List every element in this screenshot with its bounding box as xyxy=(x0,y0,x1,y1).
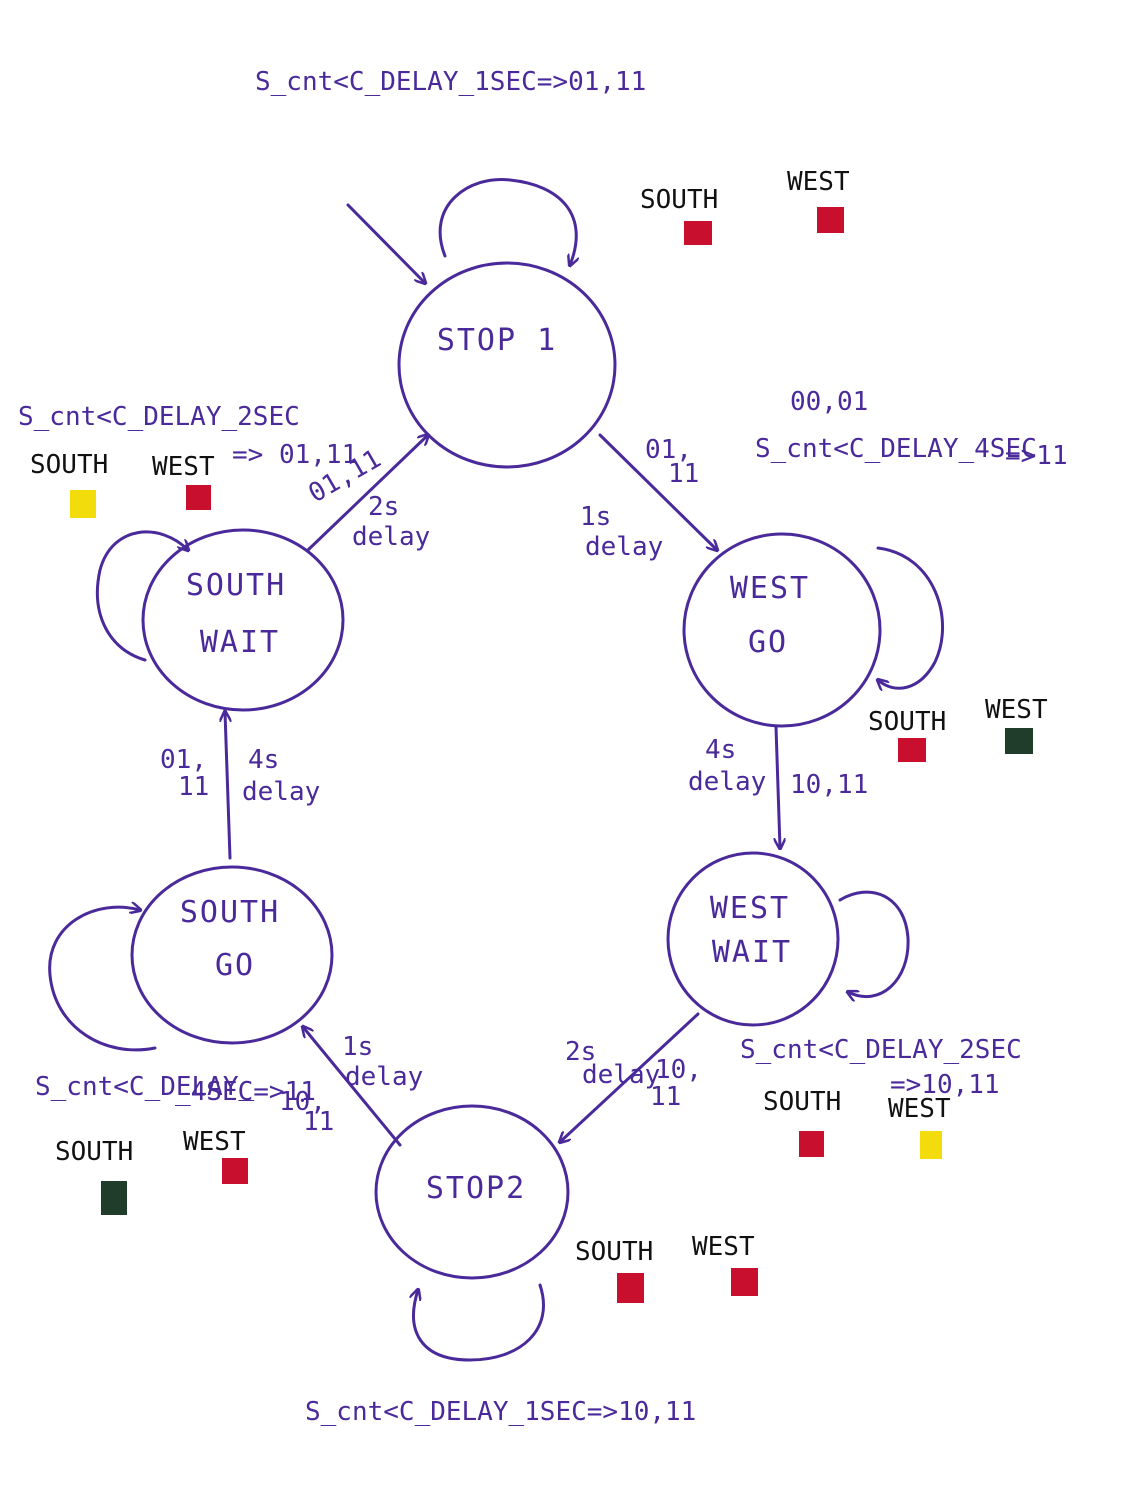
edge-stop2-southgo-delay2: delay xyxy=(345,1062,423,1092)
edge-southgo-southwait-delay2: delay xyxy=(242,777,320,807)
edge-westgo-westwait-delay1: 4s xyxy=(705,735,736,765)
westgo-loop-line1: S_cnt<C_DELAY_4SEC xyxy=(755,434,1037,464)
edge-stop2-southgo-code2: 11 xyxy=(303,1107,334,1137)
state-west-go-label2: GO xyxy=(748,625,788,660)
southgo-loop-line2: _4SEC=>11 xyxy=(175,1077,316,1107)
edge-westwait-to-stop2 xyxy=(560,1012,700,1142)
edge-stop2-to-southgo xyxy=(303,1027,402,1147)
stop1-self-loop xyxy=(438,177,576,265)
state-south-go-label1: SOUTH xyxy=(180,895,280,930)
westgo-west-label: WEST xyxy=(985,695,1048,725)
edge-stop1-westgo-delay1: 1s xyxy=(580,502,611,532)
state-west-go-label1: WEST xyxy=(730,571,810,606)
edge-southwait-stop1-delay2: delay xyxy=(352,522,430,552)
westgo-west-green-swatch xyxy=(1005,728,1033,754)
stop2-west-red-swatch xyxy=(731,1268,758,1296)
stop2-self-loop xyxy=(414,1283,545,1362)
southwait-west-red-swatch xyxy=(186,485,211,510)
westgo-loop-line2: =>11 xyxy=(1005,441,1068,471)
stop1-west-label: WEST xyxy=(787,167,850,197)
edge-southgo-southwait-code2: 11 xyxy=(178,772,209,802)
state-south-wait-circle xyxy=(141,528,345,712)
edge-stop1-westgo-code1: 01, xyxy=(645,435,692,465)
state-west-wait-label1: WEST xyxy=(710,891,790,926)
southgo-west-red-swatch xyxy=(222,1158,248,1184)
westwait-south-red-swatch xyxy=(799,1131,824,1157)
edge-stop1-to-westgo xyxy=(598,433,717,550)
initial-arrow xyxy=(346,203,425,283)
edge-stop2-southgo-code1: 10, xyxy=(279,1087,326,1117)
southgo-west-label: WEST xyxy=(183,1127,246,1157)
westwait-west-yellow-swatch xyxy=(920,1131,942,1159)
southgo-south-label: SOUTH xyxy=(55,1137,133,1167)
state-stop1-label: STOP 1 xyxy=(437,323,557,358)
westwait-loop-line1: S_cnt<C_DELAY_2SEC xyxy=(740,1035,1022,1065)
westgo-loop-codes: 00,01 xyxy=(790,387,868,417)
state-stop2-circle xyxy=(374,1104,570,1280)
state-west-wait: WEST WAIT xyxy=(666,851,840,1027)
edge-southwait-stop1-delay1: 2s xyxy=(368,492,399,522)
westwait-self-loop xyxy=(838,890,910,996)
edge-stop2-southgo-delay1: 1s xyxy=(342,1032,373,1062)
westwait-loop-line2: =>10,11 xyxy=(890,1070,1000,1100)
state-west-wait-label2: WAIT xyxy=(712,935,792,970)
stop1-south-label: SOUTH xyxy=(640,185,718,215)
southwait-self-loop xyxy=(95,530,188,662)
stop1-loop-condition: S_cnt<C_DELAY_1SEC=>01,11 xyxy=(255,67,646,97)
edge-westgo-westwait-codes: 10,11 xyxy=(790,770,868,800)
state-stop1-circle xyxy=(397,261,617,469)
edge-southgo-southwait-code1: 01, xyxy=(160,745,207,775)
stop2-south-red-swatch xyxy=(617,1273,644,1303)
stop2-loop-condition: S_cnt<C_DELAY_1SEC=>10,11 xyxy=(305,1397,696,1427)
state-stop2-label: STOP2 xyxy=(426,1171,526,1206)
edge-southgo-to-southwait xyxy=(225,712,232,860)
state-south-go-circle xyxy=(130,865,334,1045)
stop1-south-red-swatch xyxy=(684,221,712,245)
state-west-go-circle xyxy=(682,532,882,728)
westgo-self-loop xyxy=(878,546,944,688)
edge-westwait-stop2-delay2: delay xyxy=(582,1060,660,1090)
stop2-south-label: SOUTH xyxy=(575,1237,653,1267)
southgo-south-green-swatch xyxy=(101,1181,127,1215)
westgo-south-red-swatch xyxy=(898,738,926,762)
state-south-go: SOUTH GO xyxy=(130,865,334,1045)
southwait-loop-line1: S_cnt<C_DELAY_2SEC xyxy=(18,402,300,432)
westwait-west-label: WEST xyxy=(888,1094,951,1124)
state-south-go-label2: GO xyxy=(215,948,255,983)
edge-southwait-to-stop1 xyxy=(306,435,428,552)
edge-westwait-stop2-delay1: 2s xyxy=(565,1037,596,1067)
southwait-south-label: SOUTH xyxy=(30,450,108,480)
southgo-self-loop xyxy=(48,907,157,1052)
southwait-west-label: WEST xyxy=(152,452,215,482)
state-stop1: STOP 1 xyxy=(397,261,617,469)
state-west-go: WEST GO xyxy=(682,532,882,728)
westgo-south-label: SOUTH xyxy=(868,707,946,737)
stop1-west-red-swatch xyxy=(817,207,844,233)
edge-stop1-westgo-delay2: delay xyxy=(585,532,663,562)
state-stop2: STOP2 xyxy=(374,1104,570,1280)
southgo-loop-line1: S_cnt<C_DELAY_ xyxy=(35,1072,254,1102)
edge-westwait-stop2-code1: 10, xyxy=(655,1055,702,1085)
edge-westgo-westwait-delay2: delay xyxy=(688,767,766,797)
southwait-loop-line2: => 01,11 xyxy=(232,440,357,470)
state-south-wait-label2: WAIT xyxy=(200,625,280,660)
state-south-wait: SOUTH WAIT xyxy=(141,528,345,712)
state-south-wait-label1: SOUTH xyxy=(186,568,286,603)
southwait-south-yellow-swatch xyxy=(70,490,96,518)
edge-stop1-westgo-code2: 11 xyxy=(668,459,699,489)
state-west-wait-circle xyxy=(666,851,840,1027)
edge-westwait-stop2-code2: 11 xyxy=(650,1082,681,1112)
edge-westgo-to-westwait xyxy=(776,725,780,848)
westwait-south-label: SOUTH xyxy=(763,1087,841,1117)
edge-southgo-southwait-delay1: 4s xyxy=(248,745,279,775)
stop2-west-label: WEST xyxy=(692,1232,755,1262)
